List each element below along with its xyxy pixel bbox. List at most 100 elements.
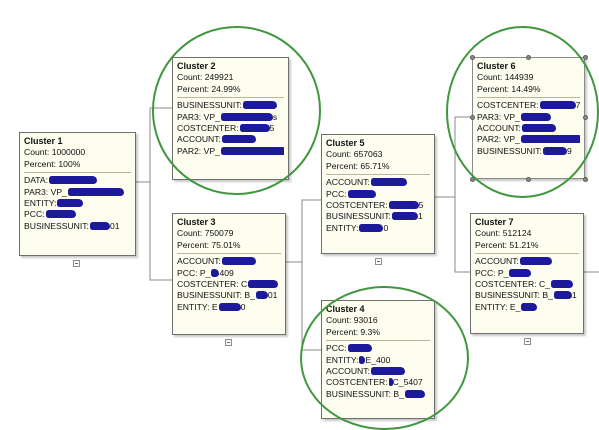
rule-value-tail: 5 xyxy=(269,123,275,134)
rule-label: BUSINESSUNIT: xyxy=(477,145,542,156)
connector-c1-c3 xyxy=(136,181,172,281)
rule-value-tail: 7 xyxy=(575,100,580,111)
separator xyxy=(24,172,131,174)
redaction-mark xyxy=(521,302,538,311)
rule-row: ENTITY: xyxy=(24,198,131,209)
redaction-mark xyxy=(521,124,556,133)
redaction-mark xyxy=(550,280,573,289)
rule-label: PCC: P_ xyxy=(475,267,509,278)
redaction-mark xyxy=(391,212,418,221)
cluster-percent: Percent: 51.21% xyxy=(475,239,539,250)
rule-row: ACCOUNT: xyxy=(177,134,284,145)
redaction-mark xyxy=(388,378,393,387)
rule-row: COSTCENTER: C xyxy=(177,279,281,290)
connector-c3-c5 xyxy=(286,199,321,263)
cluster-1-node[interactable]: Cluster 1 Count: 1000000 Percent: 100% D… xyxy=(19,132,136,256)
cluster-percent: Percent: 100% xyxy=(24,158,81,169)
connector-c5-c7 xyxy=(435,196,470,273)
rule-row: PCC: P_ xyxy=(475,268,579,279)
rule-value-tail: 9 xyxy=(566,145,572,156)
cluster-percent: Percent: 9.3% xyxy=(326,326,380,337)
redaction-mark xyxy=(509,268,532,277)
rule-row: PCC: xyxy=(326,189,430,200)
redaction-mark xyxy=(248,280,279,289)
resize-handle-bottom[interactable] xyxy=(526,177,531,182)
resize-handle-top-right[interactable] xyxy=(583,55,588,60)
connector-c5-c6 xyxy=(435,116,472,198)
rule-row: ENTITY:E_400 xyxy=(326,355,430,366)
redaction-mark xyxy=(49,176,98,185)
rule-label: ENTITY: xyxy=(24,198,57,209)
cluster-count: Count: 93016 xyxy=(326,315,378,326)
rule-row: COSTCENTER: 5 xyxy=(177,123,284,134)
cluster-7-node[interactable]: Cluster 7 Count: 512124 Percent: 51.21% … xyxy=(470,213,584,334)
rule-label: ACCOUNT: xyxy=(177,256,221,267)
rule-value-tail: C_5407 xyxy=(392,377,423,388)
cluster-percent: Percent: 75.01% xyxy=(177,239,241,250)
redaction-mark xyxy=(89,221,110,230)
rule-row: ENTITY: E_ xyxy=(475,302,579,313)
resize-handle-right[interactable] xyxy=(583,115,588,120)
cluster-count: Count: 1000000 xyxy=(24,147,86,158)
redaction-mark xyxy=(57,199,84,208)
rule-label: ENTITY: xyxy=(326,354,359,365)
cluster-5-collapse-toggle[interactable] xyxy=(375,258,382,265)
rule-row: BUSINESSUNIT: 9 xyxy=(477,146,580,157)
rule-row: ACCOUNT: xyxy=(477,123,580,134)
redaction-mark xyxy=(221,257,256,266)
connector-c1-c2 xyxy=(136,107,172,183)
cluster-percent: Percent: 24.99% xyxy=(177,83,241,94)
cluster-4-node[interactable]: Cluster 4 Count: 93016 Percent: 9.3% PCC… xyxy=(321,300,435,419)
cluster-title: Cluster 6 xyxy=(477,61,516,71)
cluster-7-collapse-toggle[interactable] xyxy=(524,338,531,345)
cluster-5-node[interactable]: Cluster 5 Count: 657063 Percent: 65.71% … xyxy=(321,134,435,254)
resize-handle-top[interactable] xyxy=(526,55,531,60)
rule-row: BUSINESSUNIT: B_ xyxy=(326,389,430,400)
rule-label: PCC: P_ xyxy=(177,267,211,278)
rule-label: BUSINESSUNIT: B_ xyxy=(475,290,553,301)
cluster-count: Count: 144939 xyxy=(477,72,534,83)
redaction-mark xyxy=(359,223,384,232)
cluster-title: Cluster 7 xyxy=(475,217,514,227)
redaction-mark xyxy=(388,201,419,210)
redaction-mark xyxy=(220,146,284,155)
cluster-3-node[interactable]: Cluster 3 Count: 750079 Percent: 75.01% … xyxy=(172,213,286,335)
resize-handle-bottom-right[interactable] xyxy=(583,177,588,182)
rule-row: BUSINESSUNIT:01 xyxy=(24,221,131,232)
resize-handle-bottom-left[interactable] xyxy=(470,177,475,182)
rule-label: ACCOUNT: xyxy=(475,256,519,267)
rule-value-tail: 0 xyxy=(240,301,246,312)
redaction-mark xyxy=(553,291,572,300)
rule-label: COSTCENTER: xyxy=(326,377,388,388)
cluster-6-node[interactable]: Cluster 6 Count: 144939 Percent: 14.49% … xyxy=(472,57,585,179)
cluster-percent: Percent: 14.49% xyxy=(477,83,541,94)
rule-row: PCC: P_409 xyxy=(177,268,281,279)
rule-label: PAR3: VP_ xyxy=(177,111,220,122)
cluster-1-collapse-toggle[interactable] xyxy=(73,260,80,267)
rule-label: ENTITY: xyxy=(326,222,359,233)
rule-label: BUSINESSUNIT: xyxy=(24,220,89,231)
rule-row: BUSINESSUNIT:1 xyxy=(326,211,430,222)
cluster-title: Cluster 5 xyxy=(326,138,365,148)
separator xyxy=(326,340,430,342)
rule-label: PCC: xyxy=(24,209,45,220)
separator xyxy=(475,253,579,255)
rule-label: ENTITY: E_ xyxy=(475,301,521,312)
redaction-mark xyxy=(218,302,241,311)
rule-row: PCC: xyxy=(24,209,131,220)
rule-label: COSTCENTER: C xyxy=(177,279,248,290)
redaction-mark xyxy=(539,101,576,110)
rule-label: PAR2: VP_ xyxy=(177,145,220,156)
rule-label: COSTCENTER: xyxy=(177,123,239,134)
redaction-mark xyxy=(239,124,270,133)
cluster-2-node[interactable]: Cluster 2 Count: 249921 Percent: 24.99% … xyxy=(172,57,289,180)
rule-row: ACCOUNT: xyxy=(177,256,281,267)
resize-handle-top-left[interactable] xyxy=(470,55,475,60)
cluster-3-collapse-toggle[interactable] xyxy=(225,339,232,346)
separator xyxy=(177,253,281,255)
resize-handle-left[interactable] xyxy=(470,115,475,120)
rule-value-tail: s xyxy=(272,111,278,122)
rule-value-tail: 1 xyxy=(571,290,577,301)
rule-value-tail: 01 xyxy=(267,290,278,301)
